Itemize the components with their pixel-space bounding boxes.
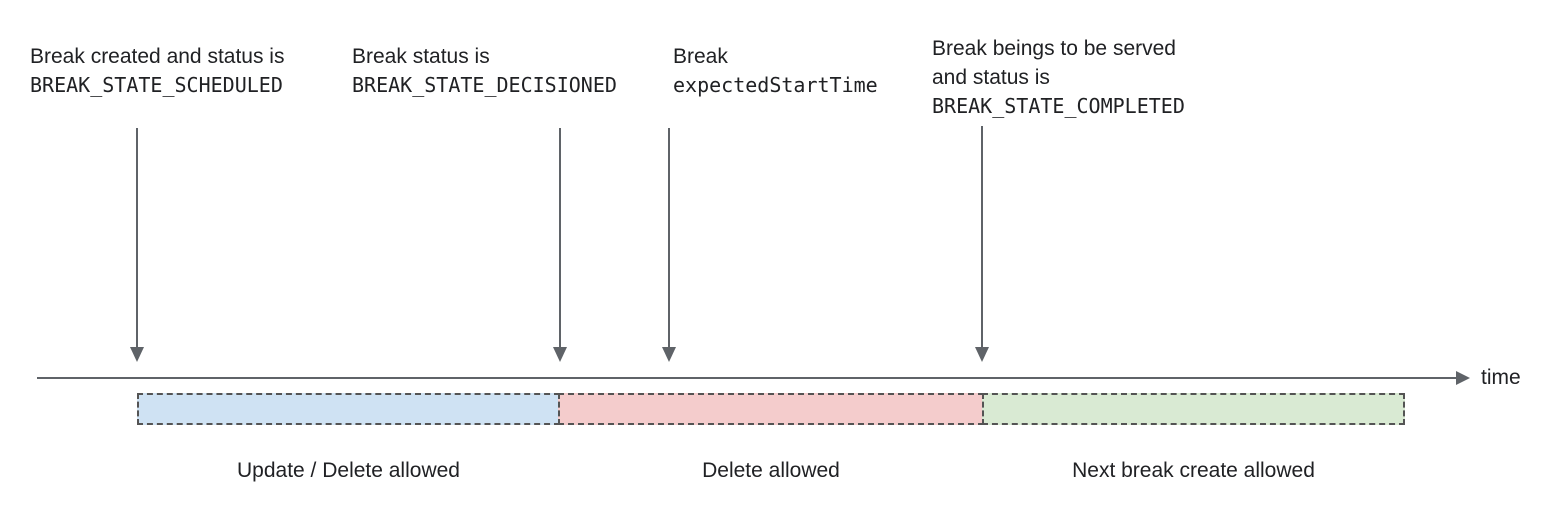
down-arrow-line (136, 128, 138, 348)
annotation-code-expected-start-time: expectedStartTime (673, 73, 878, 97)
annotation-break-completed: Break beings to be served and status is … (932, 34, 1185, 121)
annotation-code-break-state-scheduled: BREAK_STATE_SCHEDULED (30, 73, 283, 97)
down-arrow-line (668, 128, 670, 348)
annotation-code-break-state-completed: BREAK_STATE_COMPLETED (932, 94, 1185, 118)
down-arrow-head-icon (553, 347, 567, 362)
segment-label-update-delete-allowed: Update / Delete allowed (237, 459, 460, 482)
down-arrow-head-icon (130, 347, 144, 362)
segment-delete-allowed (558, 393, 984, 425)
segment-update-delete-allowed (137, 393, 560, 425)
time-axis-label: time (1481, 366, 1521, 389)
annotation-text: Break beings to be served (932, 37, 1176, 60)
annotation-break-decisioned: Break status is BREAK_STATE_DECISIONED (352, 42, 617, 100)
time-axis-line (37, 377, 1456, 379)
segment-label-next-break-create-allowed: Next break create allowed (1072, 459, 1315, 482)
annotation-expected-start-time: Break expectedStartTime (673, 42, 878, 100)
annotation-text: Break status is (352, 45, 490, 68)
down-arrow-head-icon (975, 347, 989, 362)
annotation-code-break-state-decisioned: BREAK_STATE_DECISIONED (352, 73, 617, 97)
segment-label-delete-allowed: Delete allowed (702, 459, 840, 482)
down-arrow-line (981, 126, 983, 348)
down-arrow-head-icon (662, 347, 676, 362)
annotation-break-created: Break created and status is BREAK_STATE_… (30, 42, 284, 100)
annotation-text: and status is (932, 66, 1050, 89)
down-arrow-line (559, 128, 561, 348)
segment-next-break-create-allowed (982, 393, 1405, 425)
annotation-text: Break (673, 45, 728, 68)
annotation-text: Break created and status is (30, 45, 285, 68)
time-axis-arrow-icon (1456, 371, 1470, 385)
